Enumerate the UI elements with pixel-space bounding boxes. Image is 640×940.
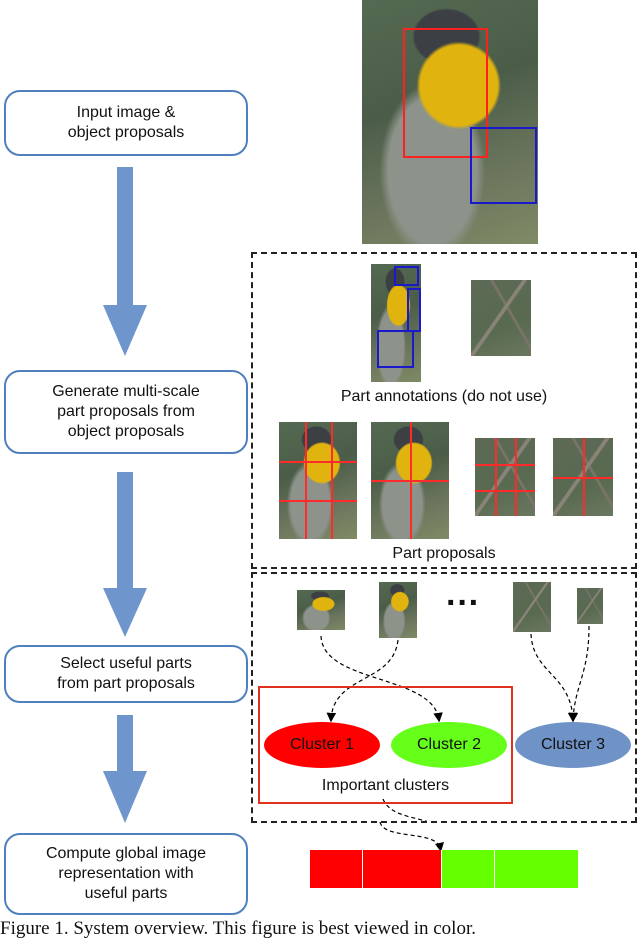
parts-region: Part annotations (do not use) Part propo… <box>251 252 637 569</box>
cluster-3-ellipse: Cluster 3 <box>515 722 631 768</box>
arrow-down-icon <box>103 472 147 637</box>
input-bird-image <box>362 0 538 244</box>
step-input: Input image & object proposals <box>4 90 248 156</box>
object-proposal-box <box>470 127 537 204</box>
step-compute-representation: Compute global image representation with… <box>4 833 248 915</box>
part-annotation-box <box>407 288 421 332</box>
part-proposals-label: Part proposals <box>392 545 496 562</box>
clustering-region: ··· Cluster 1 Cluster 2 Cluster 3 Import… <box>251 572 637 823</box>
annotated-bird-image <box>371 264 421 382</box>
part-proposal-grid <box>371 422 449 539</box>
step-generate-parts: Generate multi-scale part proposals from… <box>4 370 248 454</box>
part-proposal-grid <box>279 422 357 539</box>
part-proposal-grid <box>553 438 613 516</box>
bar-segment <box>363 850 442 888</box>
bar-segment <box>310 850 363 888</box>
cluster-2-ellipse: Cluster 2 <box>391 722 507 768</box>
cluster-assignment-arrows <box>320 625 590 821</box>
part-crop-breast <box>379 582 417 638</box>
part-annotations-label: Part annotations (do not use) <box>340 388 548 405</box>
important-clusters-box <box>258 686 513 804</box>
important-clusters-label: Important clusters <box>321 777 450 794</box>
bar-segment <box>495 850 578 888</box>
part-crop-head <box>297 590 345 630</box>
arrow-down-icon <box>103 167 147 356</box>
figure-caption: Figure 1. System overview. This figure i… <box>0 918 476 939</box>
bar-segment <box>442 850 495 888</box>
step-select-parts: Select useful parts from part proposals <box>4 645 248 703</box>
arrow-down-icon <box>103 715 147 823</box>
flow-arrows <box>103 167 147 823</box>
background-crop-image <box>471 280 531 356</box>
part-annotation-box <box>377 330 414 368</box>
part-crop-leaf <box>577 588 603 624</box>
representation-bar <box>310 850 578 888</box>
cluster-1-ellipse: Cluster 1 <box>264 722 380 768</box>
part-crop-branch <box>513 582 551 632</box>
part-proposal-grid <box>475 438 535 516</box>
ellipsis-label: ··· <box>446 584 480 622</box>
object-proposal-box <box>403 28 488 158</box>
part-annotation-box <box>394 266 419 286</box>
representation-arrow <box>379 821 444 852</box>
